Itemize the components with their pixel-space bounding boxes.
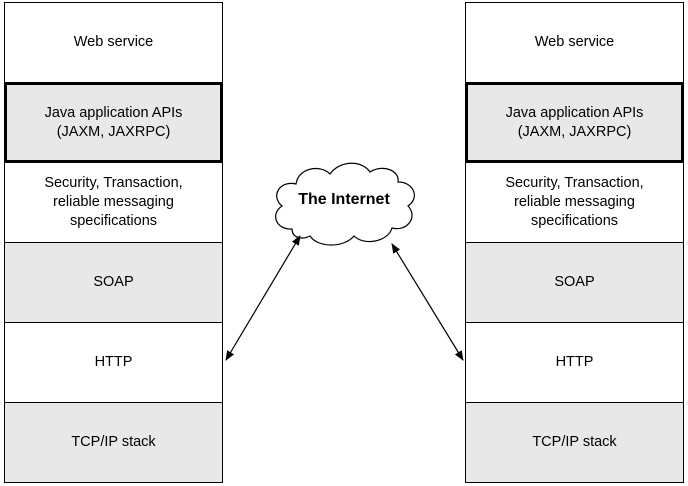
right-java-apis-layer: Java application APIs (JAXM, JAXRPC) — [465, 82, 684, 163]
left-http-layer: HTTP — [4, 322, 223, 403]
right-soap-layer: SOAP — [465, 242, 684, 323]
right-protocol-stack: Web service Java application APIs (JAXM,… — [465, 2, 684, 483]
left-web-service-layer: Web service — [4, 2, 223, 83]
left-java-apis-layer: Java application APIs (JAXM, JAXRPC) — [4, 82, 223, 163]
layer-label: Web service — [73, 34, 154, 50]
layer-label: TCP/IP stack — [532, 434, 617, 450]
layer-label: Java application APIs (JAXM, JAXRPC) — [505, 104, 644, 140]
right-connection-arrow — [391, 243, 464, 361]
layer-label: Java application APIs (JAXM, JAXRPC) — [44, 104, 183, 140]
layer-label: HTTP — [94, 354, 133, 370]
left-security-specs-layer: Security, Transaction, reliable messagin… — [4, 162, 223, 243]
layer-label: SOAP — [554, 274, 595, 290]
left-tcpip-layer: TCP/IP stack — [4, 402, 223, 483]
layer-label: Web service — [534, 34, 615, 50]
left-connection-arrow — [225, 235, 301, 361]
left-protocol-stack: Web service Java application APIs (JAXM,… — [4, 2, 223, 483]
layer-label: TCP/IP stack — [71, 434, 156, 450]
left-soap-layer: SOAP — [4, 242, 223, 323]
internet-label: The Internet — [298, 191, 390, 208]
right-web-service-layer: Web service — [465, 2, 684, 83]
right-tcpip-layer: TCP/IP stack — [465, 402, 684, 483]
internet-cloud-icon — [275, 162, 415, 246]
layer-label: Security, Transaction, reliable messagin… — [505, 175, 644, 229]
layer-label: Security, Transaction, reliable messagin… — [44, 175, 183, 229]
layer-label: HTTP — [555, 354, 594, 370]
layer-label: SOAP — [93, 274, 134, 290]
